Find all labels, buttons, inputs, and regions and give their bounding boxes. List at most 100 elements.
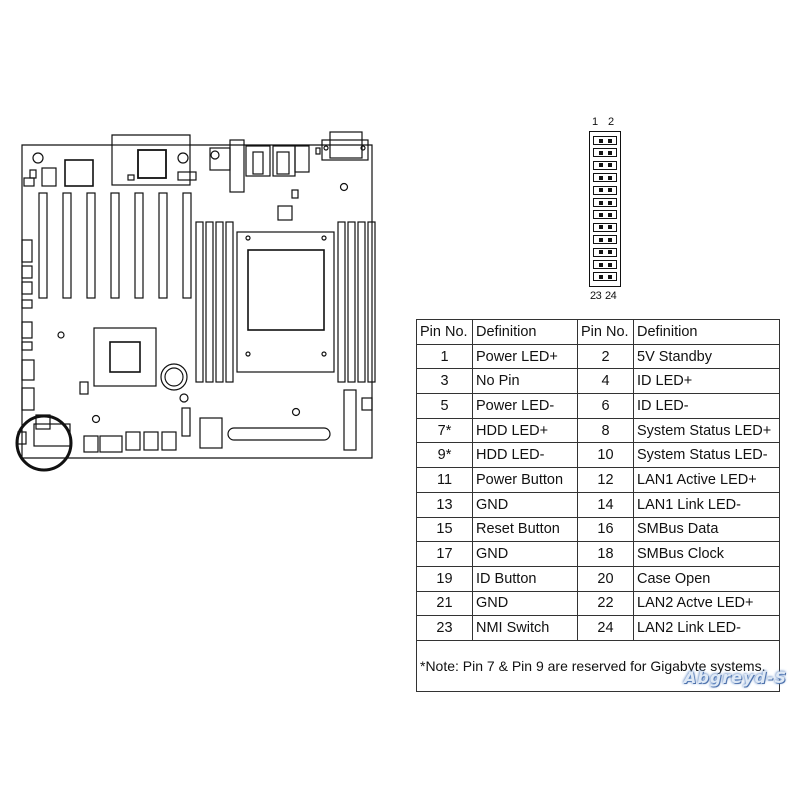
pcie-slots (38, 192, 192, 299)
pin-definition: SMBus Clock (633, 541, 780, 567)
header-pin (608, 150, 612, 155)
pin-number: 17 (416, 541, 473, 567)
pin-definition: GND (472, 541, 578, 567)
pin-definition: NMI Switch (472, 615, 578, 641)
pin-definition: Power Button (472, 467, 578, 493)
header-pin-row (593, 160, 617, 170)
front-panel-highlight-circle (15, 414, 73, 472)
pin-definition: LAN1 Link LED- (633, 491, 780, 518)
header-pin-row (593, 222, 617, 232)
pin-definition: HDD LED- (472, 442, 578, 469)
motherboard-diagram (15, 131, 376, 472)
header-label-pin-23: 23 (590, 290, 602, 302)
header-pin (599, 225, 603, 230)
pin-number: 9* (416, 442, 473, 469)
header-pin (599, 262, 603, 267)
pin-definition: LAN1 Active LED+ (633, 467, 780, 493)
pin-definition: 5V Standby (633, 343, 780, 370)
header-pin (599, 274, 603, 279)
cmos-battery (160, 363, 188, 391)
pin-number: 7* (416, 417, 473, 444)
pin-definition: System Status LED- (633, 442, 780, 469)
pin-definition: LAN2 Link LED- (633, 615, 780, 641)
table-header-row: Pin No. Definition Pin No. Definition (416, 319, 780, 345)
pin-number: 16 (577, 516, 634, 543)
pin-definition: HDD LED+ (472, 417, 578, 444)
dimm-slots-left (195, 221, 234, 383)
pin-number: 14 (577, 491, 634, 518)
pin-number: 13 (416, 491, 473, 518)
header-pin (608, 237, 612, 242)
pin-definition: ID LED- (633, 393, 780, 419)
pin-number: 3 (416, 368, 473, 395)
mount-hole (32, 152, 44, 164)
dimm-slots-right (337, 221, 376, 383)
pin-number: 4 (577, 368, 634, 395)
pin-definition: No Pin (472, 368, 578, 395)
header-pin (608, 262, 612, 267)
chipset (93, 327, 157, 387)
pin-number: 18 (577, 541, 634, 567)
pin-definition: Case Open (633, 565, 780, 592)
header-pin (599, 163, 603, 168)
table-note-row: *Note: Pin 7 & Pin 9 are reserved for Gi… (416, 639, 780, 692)
pin-number: 24 (577, 615, 634, 641)
header-pin (599, 237, 603, 242)
header-body (589, 131, 621, 287)
header-label-pin-1: 1 (592, 116, 599, 128)
col-header-pin-no: Pin No. (416, 319, 473, 345)
header-pin-row (593, 272, 617, 282)
header-pin (599, 212, 603, 217)
header-pin (599, 175, 603, 180)
header-pin (608, 225, 612, 230)
header-pin (608, 200, 612, 205)
pin-number: 12 (577, 467, 634, 493)
watermark-logo: Abgreyd-S (684, 668, 788, 687)
pin-number: 20 (577, 565, 634, 592)
header-pin (608, 163, 612, 168)
header-pin (608, 274, 612, 279)
header-pin-row (593, 210, 617, 220)
header-label-pin-2: 2 (608, 116, 615, 128)
header-pin (599, 150, 603, 155)
pin-definition: ID LED+ (633, 368, 780, 395)
header-pin (599, 250, 603, 255)
pin-number: 5 (416, 393, 473, 419)
pin-number: 1 (416, 343, 473, 370)
header-pin (608, 212, 612, 217)
pin-number: 2 (577, 343, 634, 370)
pin-definition: Reset Button (472, 516, 578, 543)
pin-definition: SMBus Data (633, 516, 780, 543)
header-pin (599, 138, 603, 143)
header-label-pin-24: 24 (605, 290, 617, 302)
col-header-definition-2: Definition (633, 319, 780, 345)
pin-definition: LAN2 Actve LED+ (633, 590, 780, 617)
header-pin-row (593, 260, 617, 269)
pin-definition: Power LED- (472, 393, 578, 419)
pin-number: 22 (577, 590, 634, 617)
header-pin (599, 200, 603, 205)
pin-number: 19 (416, 565, 473, 592)
pin-number: 21 (416, 590, 473, 617)
pin-definition: GND (472, 590, 578, 617)
pin-number: 15 (416, 516, 473, 543)
cpu-socket (236, 205, 335, 373)
pin-number: 8 (577, 417, 634, 444)
table-note: *Note: Pin 7 & Pin 9 are reserved for Gi… (416, 639, 780, 692)
header-pin-row (593, 148, 617, 158)
pin-number: 10 (577, 442, 634, 469)
header-pin (608, 188, 612, 193)
pin-number: 11 (416, 467, 473, 493)
pin-number: 6 (577, 393, 634, 419)
